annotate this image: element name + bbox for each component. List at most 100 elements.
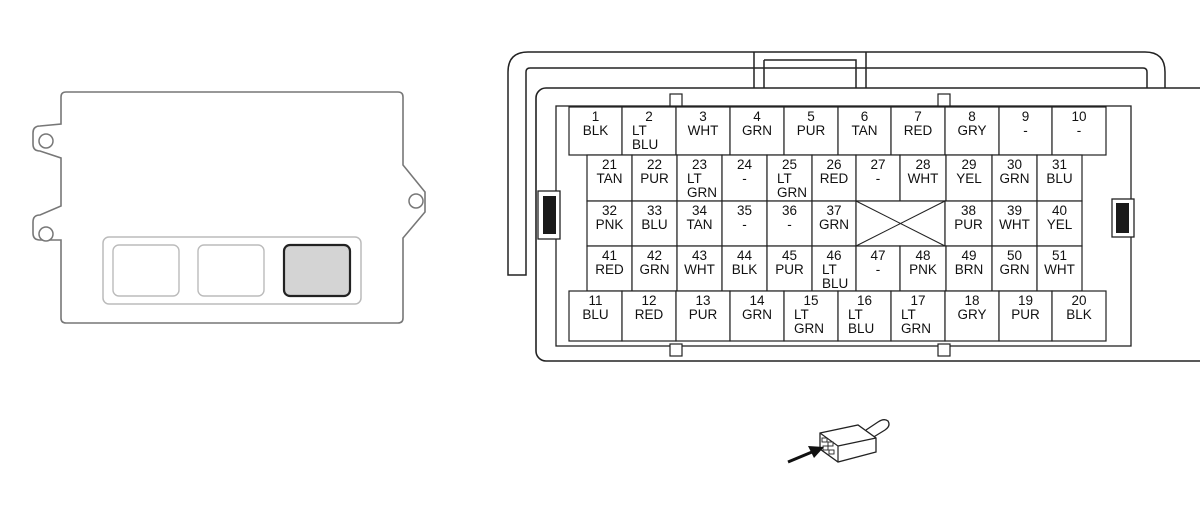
pin-number: 35 [737,203,752,218]
module-slot [112,244,180,297]
wire-color: GRN [777,185,807,200]
pin-number: 14 [749,293,765,308]
pin-number: 30 [1007,157,1022,172]
pin-number: 21 [602,157,617,172]
wire-color: PNK [909,262,937,277]
mount-hole-left-bottom [38,226,54,242]
pin-number: 39 [1007,203,1022,218]
wire-color: BLU [582,307,608,322]
plug-cable [865,419,890,439]
wire-color: GRN [687,185,717,200]
pin-cell-box [855,154,901,202]
wire-color: YEL [956,171,982,186]
arrow-shaft [787,450,813,464]
pin-number: 50 [1007,248,1022,263]
wire-color: BLU [822,276,848,291]
pin-cell-box [675,290,731,342]
pin-number: 36 [782,203,797,218]
pin-cavity: 27- [855,154,901,202]
pin-cavity: 35- [721,200,768,247]
wire-color: WHT [1044,262,1075,277]
wire-color: PUR [797,123,826,138]
pin-number: 3 [699,109,707,124]
wire-color: LT [687,171,702,186]
wire-color: PUR [775,262,804,277]
connector-view-arrow-icon [787,419,890,464]
wire-color: PNK [596,217,624,232]
pin-number: 38 [961,203,976,218]
pin-number: 8 [968,109,976,124]
notch-top-1 [669,93,683,107]
pin-number: 29 [961,157,976,172]
pin-number: 32 [602,203,617,218]
pin-number: 2 [645,109,653,124]
pin-number: 46 [826,248,841,263]
pin-number: 22 [647,157,662,172]
wire-color: GRN [742,307,772,322]
wire-color: WHT [684,262,715,277]
pin-number: 47 [870,248,885,263]
module-slot [197,244,265,297]
pin-cell-box [586,200,633,247]
plug-front [819,432,877,462]
pin-cell-box [998,290,1053,342]
wire-color: RED [595,262,624,277]
wire-color: - [876,262,881,277]
pin-cell-box [568,290,623,342]
key-left-inner [543,196,556,234]
wire-color: GRN [640,262,670,277]
pin-cell-box [991,154,1038,202]
wire-color: PUR [954,217,983,232]
wire-color: TAN [597,171,623,186]
wire-color: PUR [640,171,669,186]
wire-color: - [876,171,881,186]
pin-cell-box [1036,200,1083,247]
pin-cell-box [621,290,677,342]
pin-number: 33 [647,203,662,218]
pin-number: 10 [1071,109,1086,124]
pin-cell-box [991,200,1038,247]
pin-number: 5 [807,109,815,124]
pin-cell-box [729,106,785,156]
wire-color: BLK [583,123,609,138]
wire-color: RED [820,171,849,186]
pin-cell-box [899,245,947,292]
wire-color: - [742,217,747,232]
notch-bottom-1 [669,343,683,357]
wire-color: - [742,171,747,186]
pin-number: 27 [870,157,885,172]
wire-color: YEL [1047,217,1073,232]
wire-color: - [1023,123,1028,138]
pin-number: 16 [857,293,872,308]
pin-cell-box [991,245,1038,292]
wire-color: BRN [955,262,984,277]
mount-hole-left-top [38,133,54,149]
pin-number: 7 [914,109,922,124]
pin-cell-box [721,154,768,202]
pin-cavity: 24- [721,154,768,202]
pin-number: 20 [1071,293,1086,308]
pin-number: 26 [826,157,841,172]
pin-cell-box [631,154,678,202]
pin-number: 25 [782,157,797,172]
pin-number: 31 [1052,157,1067,172]
pin-cell-box [766,154,813,202]
wire-color: RED [904,123,933,138]
